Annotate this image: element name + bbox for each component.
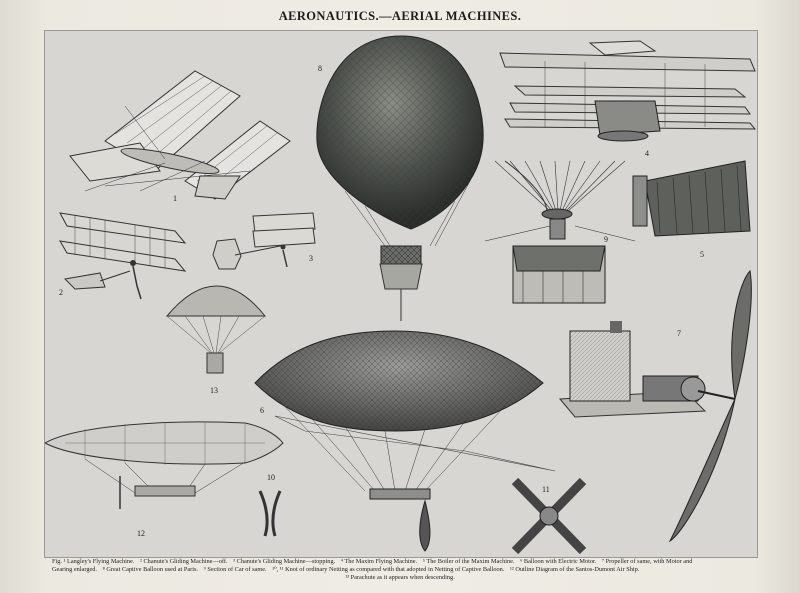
fig-11-captive-balloon-netting-knot [511, 477, 587, 555]
svg-text:12: 12 [137, 529, 145, 538]
engraving-illustration: 1 2 [45, 35, 757, 555]
caption-fig-12: ¹² Outline Diagram of the Santos-Dumont … [510, 566, 640, 573]
caption-fig-1: Fig. ¹ Langley's Flying Machine. [52, 558, 135, 565]
caption-fig-9: ⁹ Section of Car of same. [203, 566, 267, 573]
svg-text:3: 3 [309, 254, 313, 263]
svg-text:8: 8 [318, 64, 322, 73]
plate-caption: Fig. ¹ Langley's Flying Machine. ² Chanu… [52, 558, 752, 582]
svg-text:1: 1 [173, 194, 177, 203]
fig-13-parachute-descending [165, 285, 267, 374]
svg-text:6: 6 [260, 406, 264, 415]
caption-fig-5: ⁵ The Boiler of the Maxim Machine. [422, 558, 515, 565]
caption-fig-10-11: ¹⁰, ¹¹ Knot of ordinary Netting as compa… [272, 566, 505, 573]
svg-text:9: 9 [604, 235, 608, 244]
fig-9-car-section [484, 160, 636, 304]
svg-text:11: 11 [542, 485, 550, 494]
fig-6-balloon-electric-motor [254, 330, 556, 552]
fig-12-santos-dumont-airship [45, 421, 284, 509]
engraving-plate: 1 2 [44, 30, 758, 558]
caption-fig-6: ⁶ Balloon with Electric Motor. [520, 558, 597, 565]
caption-fig-4: ⁴ The Maxim Flying Machine. [340, 558, 418, 565]
caption-fig-13: ¹³ Parachute as it appears when descendi… [345, 574, 455, 581]
fig-5-maxim-boiler [632, 160, 751, 237]
svg-text:4: 4 [645, 149, 649, 158]
caption-fig-2: ² Chanute's Gliding Machine—off. [140, 558, 228, 565]
svg-text:7: 7 [677, 329, 681, 338]
fig-7-propeller-motor [558, 269, 752, 543]
fig-4-maxim-flying-machine [499, 40, 757, 142]
svg-text:10: 10 [267, 473, 275, 482]
fig-2-chanute-gliding-off [59, 212, 187, 300]
caption-fig-7: ⁷ Propeller of same, with Motor and [601, 558, 693, 565]
fig-1-langley-flying-machine [69, 70, 291, 200]
fig-8-captive-balloon [316, 35, 484, 321]
caption-fig-7-cont: Gearing enlarged. [52, 566, 97, 573]
plate-title: AERONAUTICS.—AERIAL MACHINES. [278, 9, 522, 23]
svg-text:5: 5 [700, 250, 704, 259]
caption-fig-3: ³ Chanute's Gliding Machine—stopping. [233, 558, 336, 565]
caption-fig-8: ⁸ Great Captive Balloon used at Paris. [102, 566, 198, 573]
fig-3-chanute-gliding-stopping [212, 212, 316, 270]
svg-text:2: 2 [59, 288, 63, 297]
fig-10-ordinary-netting-knot [258, 490, 282, 537]
svg-text:13: 13 [210, 386, 218, 395]
